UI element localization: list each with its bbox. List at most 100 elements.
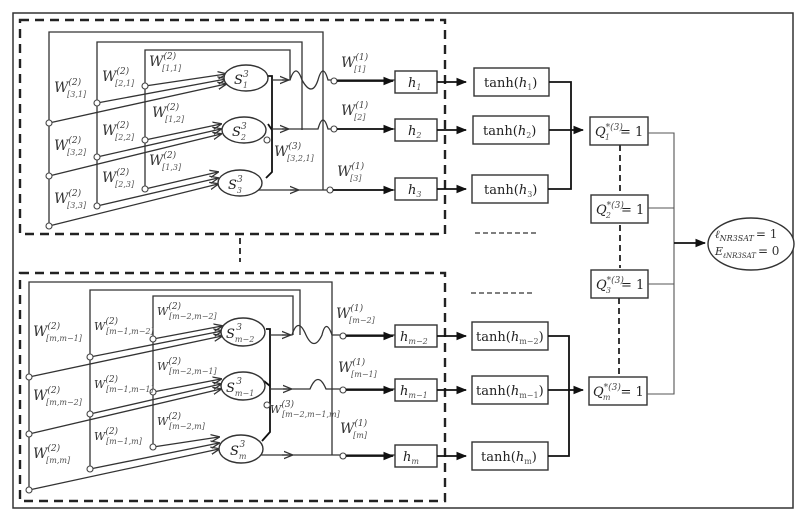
third-order-bar — [261, 328, 271, 442]
input-node — [149, 335, 157, 343]
edge-w23-s3 — [96, 178, 218, 207]
loop-line-col2 — [89, 289, 301, 469]
w1-node — [339, 386, 347, 394]
edge-input-sm2 — [28, 336, 222, 378]
input-node — [86, 410, 94, 418]
input-node — [93, 99, 101, 107]
third-order-tick — [263, 380, 271, 387]
tanh-hm-box — [471, 441, 549, 471]
w2-label: W(2)[3,2] — [54, 135, 87, 157]
w1-node — [330, 125, 338, 133]
edge-w33-s3 — [48, 184, 218, 227]
q1-box — [589, 116, 649, 146]
s1-to-h1-line — [272, 70, 400, 90]
input-node — [45, 172, 53, 180]
hm-label: hm — [403, 450, 419, 466]
w2-label: W(2)[1,2] — [152, 102, 185, 124]
w2-label: W(2)[3,1] — [54, 77, 87, 99]
neuron-s3-label: S33 — [228, 175, 243, 195]
edge-w21-s1 — [96, 79, 226, 104]
w2-label: W(2)[m−1,m−1] — [94, 374, 154, 394]
input-node — [93, 153, 101, 161]
w2-label: W(2)[2,2] — [102, 120, 135, 142]
hm2-label: hm−2 — [400, 330, 428, 346]
output-line1: ℓNR3SAT= 1 — [715, 227, 777, 243]
edge-w11-s1 — [144, 74, 226, 87]
neuron-s1-label: S13 — [234, 70, 249, 90]
w1-label: W(1)[m] — [340, 418, 368, 440]
q2-label: Q*(3)2= 1 — [596, 200, 644, 220]
input-node — [141, 185, 149, 193]
edge-input-sm2 — [89, 331, 222, 358]
w1-node — [339, 452, 347, 460]
sm2-to-hm2-line — [270, 324, 400, 345]
w2-label: W(2)[m,m] — [33, 443, 71, 465]
w1-label: W(1)[3] — [337, 161, 365, 183]
neuron-s3 — [217, 169, 263, 197]
qm-label: Q*(3)m= 1 — [593, 382, 644, 402]
neuron-s1 — [223, 64, 269, 92]
w2-label: W(2)[1,1] — [149, 51, 182, 73]
tanh-hm1-box — [471, 375, 549, 405]
w2-label: W(2)[m−2,m] — [157, 411, 206, 431]
output-node: ℓNR3SAT= 1 EℓNR3SAT= 0 — [707, 217, 795, 271]
q-layer: Q*(3)1= 1 Q*(3)2= 1 Q*(3)3= 1 Q*(3)m= 1 — [588, 116, 707, 406]
w2-label: W(2)[2,3] — [102, 167, 135, 189]
edge-input-sm2 — [152, 326, 222, 340]
third-order-tick — [267, 123, 273, 131]
w3-node — [263, 401, 271, 409]
loop-line-col2 — [96, 41, 303, 207]
hm1-label: hm−1 — [400, 384, 428, 400]
edge-w13-s3 — [144, 172, 218, 190]
top-dashed-group — [18, 18, 447, 236]
tanh-merge-top — [548, 81, 572, 190]
h2-label: h2 — [408, 124, 421, 140]
edge-w32-s2 — [48, 134, 221, 177]
w1-label: W(1)[2] — [341, 100, 369, 122]
edge-input-sm — [28, 449, 219, 491]
w3-label: W(3)[3,2,1] — [274, 141, 315, 163]
tanh-merge-bottom — [548, 335, 570, 457]
tanh-h3-label: tanh(h3) — [484, 183, 537, 199]
w1-node — [339, 332, 347, 340]
edge-input-sm — [152, 437, 219, 448]
top-block: S13 S23 S33 W(2)[3,1] W(2)[3,2] W(2)[3,3… — [18, 18, 447, 236]
edge-input-sm1 — [89, 384, 221, 415]
q-aggregation-bus — [647, 132, 675, 395]
edge-w12-s2 — [144, 124, 221, 141]
w2-label: W(2)[2,1] — [102, 66, 135, 88]
input-node — [149, 443, 157, 451]
q3-box — [590, 269, 649, 299]
input-node — [86, 465, 94, 473]
input-node — [25, 486, 33, 494]
input-node — [93, 202, 101, 210]
h1-label: h1 — [408, 76, 421, 92]
edge-input-sm — [89, 443, 219, 470]
bottom-block: Sm−23 Sm−13 Sm3 W(2)[m,m−1] W(2)[m,m−2] … — [18, 271, 447, 503]
bottom-dashed-group — [18, 271, 447, 503]
loop-line-col1 — [152, 295, 294, 447]
edge-w31-s1 — [48, 84, 226, 124]
w3-node — [263, 136, 271, 144]
w2-labels-bottom: W(2)[m,m−1] W(2)[m,m−2] W(2)[m,m] W(2)[m… — [33, 301, 217, 465]
input-node — [25, 430, 33, 438]
w2-label: W(2)[m−1,m−2] — [94, 316, 154, 336]
w1-label: W(1)[m−2] — [336, 303, 376, 325]
tanh-h2-box — [472, 115, 550, 145]
output-line2: EℓNR3SAT= 0 — [714, 244, 779, 260]
q1-label: Q*(3)1= 1 — [595, 122, 643, 142]
input-node — [25, 373, 33, 381]
w2-label: W(2)[m,m−2] — [33, 385, 83, 407]
third-order-bar — [265, 75, 273, 179]
tanh-hm2-label: tanh(hm−2) — [476, 330, 544, 346]
s2-to-h2-line — [272, 119, 400, 130]
w1-label: W(1)[1] — [341, 52, 369, 74]
tanh-hm-label: tanh(hm) — [481, 450, 537, 466]
edge-input-sm1 — [152, 379, 221, 393]
neuron-sm2-label: Sm−23 — [226, 323, 254, 344]
q2-box — [590, 194, 649, 224]
w2-label: W(2)[m−2,m−1] — [157, 356, 217, 376]
output-ellipse — [707, 217, 795, 271]
neuron-s2 — [221, 116, 267, 144]
